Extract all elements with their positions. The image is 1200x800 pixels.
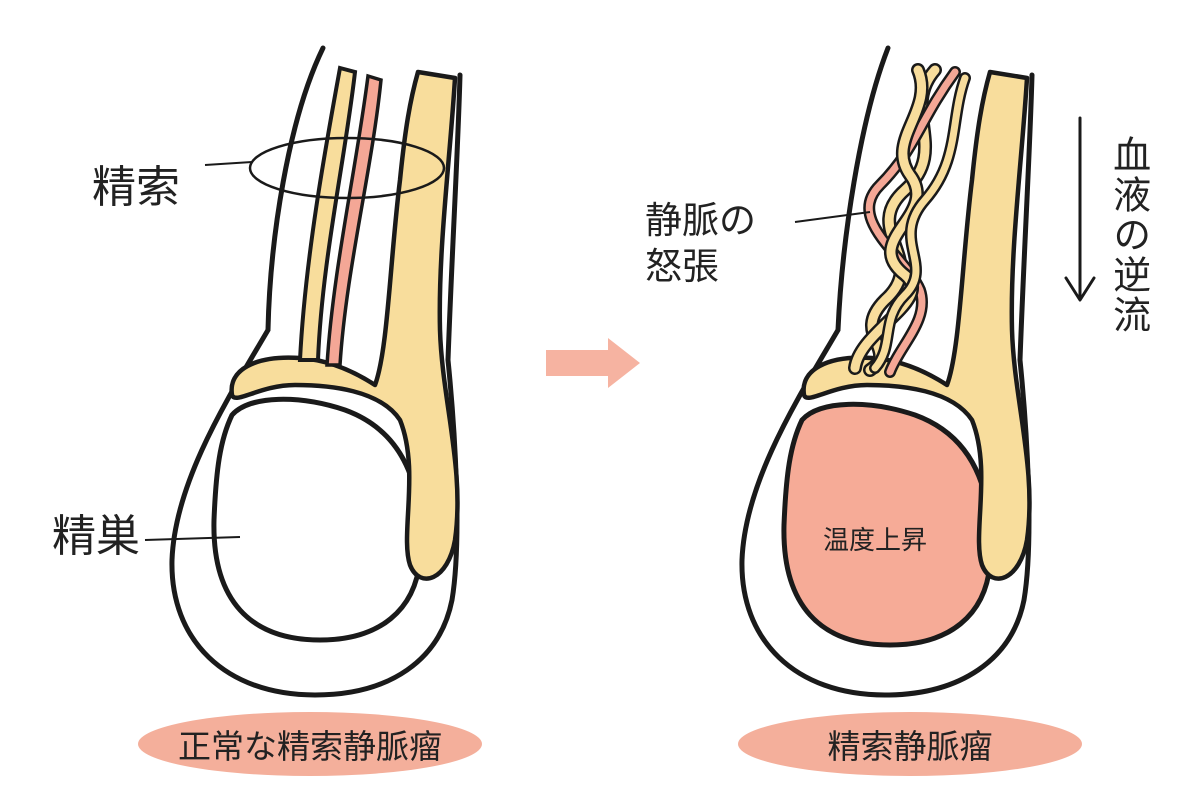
- cord-ellipse: [248, 136, 446, 200]
- label-temperature-rise: 温度上昇: [823, 526, 928, 556]
- dilated-veins: [848, 63, 971, 378]
- caption-normal: 正常な精索静脈瘤: [138, 712, 482, 776]
- caption-normal-text: 正常な精索静脈瘤: [178, 727, 442, 766]
- cord-strand: [297, 65, 358, 362]
- label-vein-dilation: 静脈の 怒張: [645, 199, 756, 289]
- artery: [325, 73, 383, 367]
- normal-scrotum: [144, 45, 463, 698]
- vas-deferens-right: [801, 69, 1032, 581]
- right-arrow-icon: [546, 338, 640, 388]
- testis-hot: [781, 401, 994, 648]
- vas-deferens: [229, 69, 460, 581]
- caption-varicocele-text: 精索静脈瘤: [827, 727, 993, 766]
- testis: [211, 396, 424, 643]
- label-testis: 精巣: [52, 511, 140, 562]
- testis-leader: [144, 536, 241, 541]
- caption-varicocele: 精索静脈瘤: [738, 712, 1082, 776]
- varicocele-scrotum: [739, 45, 1035, 698]
- label-blood-reflux: 血液の逆流: [1106, 135, 1151, 335]
- veins-leader: [794, 211, 871, 223]
- cord-leader: [204, 161, 253, 166]
- label-spermatic-cord: 精索: [92, 162, 180, 213]
- down-arrow-icon: [1064, 116, 1096, 302]
